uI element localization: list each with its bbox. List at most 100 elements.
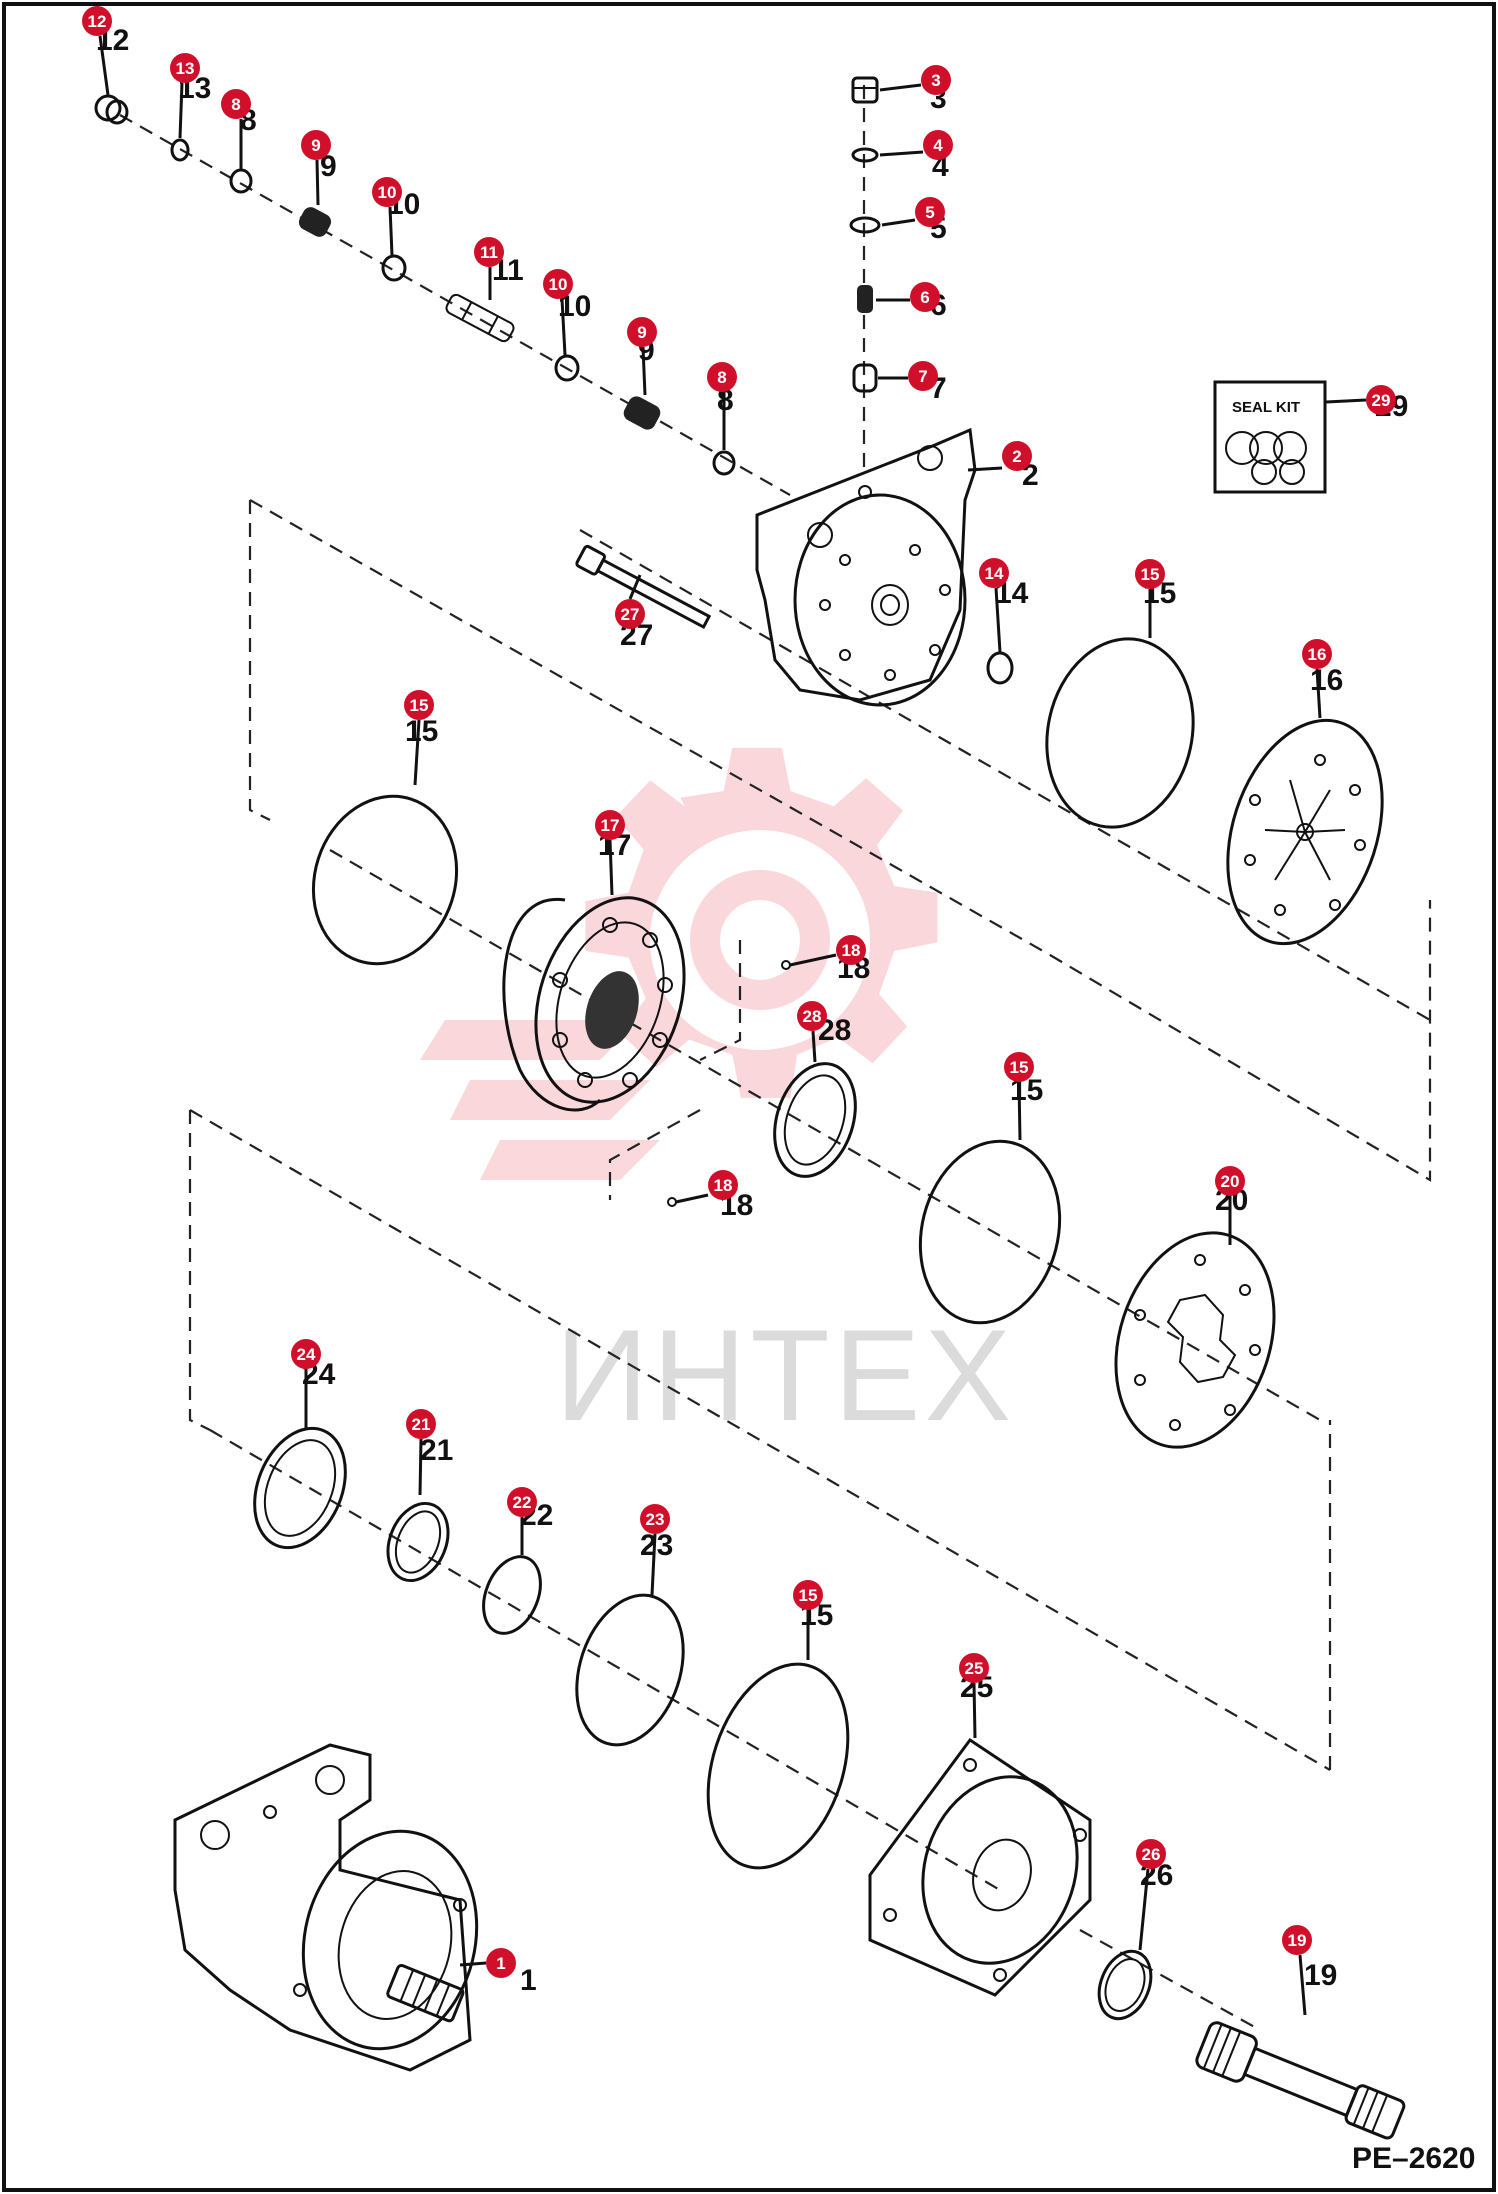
part-badge-number: 26	[1142, 1845, 1161, 1864]
part-badge-number: 1	[496, 1954, 505, 1973]
part-4-oring	[851, 147, 879, 163]
part-14-oring	[986, 651, 1014, 685]
part-badge-number: 22	[513, 1493, 532, 1512]
callout-part-1: 11	[459, 1948, 537, 1997]
leader-line	[628, 574, 642, 600]
part-badge-number: 10	[549, 275, 568, 294]
part-22-ring	[482, 1555, 542, 1635]
part-3-plug	[851, 76, 879, 104]
part-badge-number: 8	[717, 368, 726, 387]
leader-line	[789, 953, 837, 967]
part-badge[interactable]	[82, 6, 112, 36]
part-badge-number: 21	[412, 1415, 431, 1434]
part-badge[interactable]	[1135, 559, 1165, 589]
leader-line	[315, 159, 320, 206]
callout-part-5: 55	[881, 197, 947, 245]
part-badge[interactable]	[836, 935, 866, 965]
part-badge[interactable]	[1136, 1839, 1166, 1869]
part-badge-number: 9	[311, 136, 320, 155]
drawing-code: PE–2620	[1352, 2142, 1475, 2175]
part-15-seal-3	[918, 1139, 1062, 1325]
part-badge[interactable]	[301, 130, 331, 160]
part-badge[interactable]	[923, 130, 953, 160]
part-24-washer	[253, 1426, 347, 1550]
part-15-seal-2	[311, 794, 459, 966]
part-badge[interactable]	[910, 282, 940, 312]
watermark-gear	[420, 747, 938, 1180]
part-23-ring	[575, 1593, 685, 1747]
part-number-label: 16	[1310, 664, 1343, 697]
part-19-shaft	[1195, 2021, 1406, 2140]
part-badge[interactable]	[921, 65, 951, 95]
part-badge[interactable]	[1004, 1052, 1034, 1082]
leader-line	[811, 1030, 817, 1063]
part-badge[interactable]	[1302, 639, 1332, 669]
part-27-bolt	[575, 544, 712, 630]
part-badge[interactable]	[507, 1487, 537, 1517]
part-badge-number: 16	[1308, 645, 1327, 664]
callout-part-3: 33	[879, 65, 951, 115]
part-badge[interactable]	[404, 690, 434, 720]
leader-line	[972, 1682, 977, 1739]
part-badge[interactable]	[707, 362, 737, 392]
part-number-label: 9	[320, 150, 337, 183]
part-15-seal-1	[1045, 637, 1195, 829]
part-badge[interactable]	[915, 197, 945, 227]
leader-line	[1325, 398, 1367, 404]
part-badge[interactable]	[1215, 1166, 1245, 1196]
part-badge[interactable]	[221, 89, 251, 119]
part-badge[interactable]	[1002, 441, 1032, 471]
callout-part-7: 77	[878, 361, 947, 405]
part-badge[interactable]	[640, 1504, 670, 1534]
part-badge[interactable]	[708, 1170, 738, 1200]
part-badge[interactable]	[474, 237, 504, 267]
leader-line	[641, 346, 647, 396]
part-badge[interactable]	[406, 1409, 436, 1439]
part-badge-number: 18	[842, 941, 861, 960]
leader-line	[459, 1961, 487, 1967]
part-11-spool	[445, 293, 515, 343]
part-badge[interactable]	[797, 1001, 827, 1031]
part-badge[interactable]	[1366, 385, 1396, 415]
part-1-motor-assembly	[173, 1743, 479, 2072]
part-badge[interactable]	[979, 558, 1009, 588]
part-badge[interactable]	[1282, 1925, 1312, 1955]
part-number-label: 1	[520, 1964, 537, 1997]
part-number-label: 8	[717, 384, 734, 417]
part-badge[interactable]	[372, 177, 402, 207]
part-number-label: 23	[640, 1529, 673, 1562]
part-badge[interactable]	[627, 317, 657, 347]
part-badge-number: 8	[231, 95, 240, 114]
part-9-spring-top	[298, 207, 332, 237]
part-10-seat-bottom	[554, 354, 580, 382]
part-badge-number: 9	[637, 323, 646, 342]
part-badge-number: 2	[1012, 447, 1021, 466]
part-badge-number: 19	[1288, 1931, 1307, 1950]
part-15-seal-4	[706, 1662, 850, 1870]
part-badge[interactable]	[793, 1580, 823, 1610]
part-badge[interactable]	[615, 599, 645, 629]
part-badge[interactable]	[543, 269, 573, 299]
part-badge[interactable]	[959, 1653, 989, 1683]
callout-part-2: 22	[967, 441, 1039, 492]
leader-line	[178, 82, 184, 139]
leader-line	[879, 83, 922, 92]
part-badge-number: 23	[646, 1510, 665, 1529]
part-badge[interactable]	[291, 1339, 321, 1369]
part-badge[interactable]	[595, 810, 625, 840]
part-20-plate	[1114, 1231, 1276, 1449]
part-badge-number: 5	[925, 203, 934, 222]
part-badge[interactable]	[486, 1948, 516, 1978]
part-badge[interactable]	[908, 361, 938, 391]
part-badge[interactable]	[170, 53, 200, 83]
